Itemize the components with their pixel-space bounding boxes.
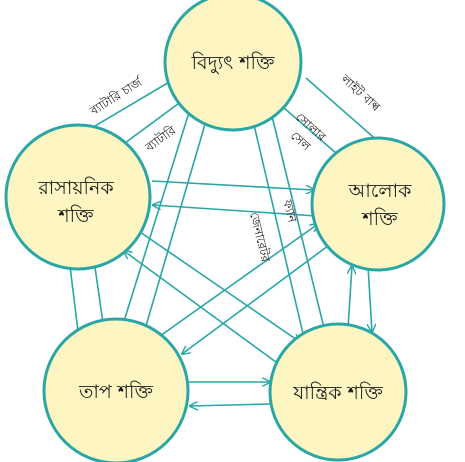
node-light-label-line1: আলোক [348,180,412,202]
node-electrical-circle [163,0,303,132]
node-heat-circle [42,317,190,462]
node-mechanical-label: যান্ত্রিক শক্তি [292,382,383,404]
nodes: বিদ্যুৎ শক্তি রাসায়নিক শক্তি আলোক শক্তি… [4,0,446,462]
label-generator: জেনারেটর [247,211,273,264]
node-heat-label: তাপ শক্তি [78,381,153,403]
edge-heat-to-light [159,224,318,337]
label-fan: ফ্যান [280,197,300,224]
node-chemical-circle [4,123,152,271]
edge-mechanical-to-electrical [251,112,305,339]
edge-mechanical-to-heat [190,404,271,406]
label-battery: ব্যাটারি [142,123,179,155]
node-chemical-energy: রাসায়নিক শক্তি [4,123,152,271]
edge-chemical-to-mechanical [139,231,300,342]
node-mechanical-circle [268,322,408,462]
node-light-energy: আলোক শক্তি [310,136,446,272]
edge-mechanical-to-light [348,266,352,329]
edge-chemical-to-light [151,180,314,190]
node-heat-energy: তাপ শক্তি [42,317,190,462]
edge-mechanical-to-chemical [124,251,281,366]
node-electrical-label: বিদ্যুৎ শক্তি [191,52,275,74]
label-battery-charge: ব্যাটারি চার্জ [87,74,147,119]
edge-heat-to-electrical [142,114,208,337]
node-light-label-line2: শক্তি [361,208,398,230]
node-light-circle [310,136,446,272]
node-chemical-label-line2: শক্তি [57,205,94,227]
node-electrical-energy: বিদ্যুৎ শক্তি [163,0,303,132]
edge-light-to-electrical [276,101,345,161]
node-mechanical-energy: যান্ত্রিক শক্তি [268,322,408,462]
node-chemical-label-line1: রাসায়নিক [37,177,114,199]
edge-electrical-to-mechanical [269,107,326,336]
edge-light-to-heat [182,239,337,354]
edge-light-to-chemical [153,205,317,217]
edge-light-to-mechanical [368,265,372,332]
label-light-bulb: লাইট বাল্ব [338,71,384,114]
edge-electrical-to-heat [120,105,192,334]
